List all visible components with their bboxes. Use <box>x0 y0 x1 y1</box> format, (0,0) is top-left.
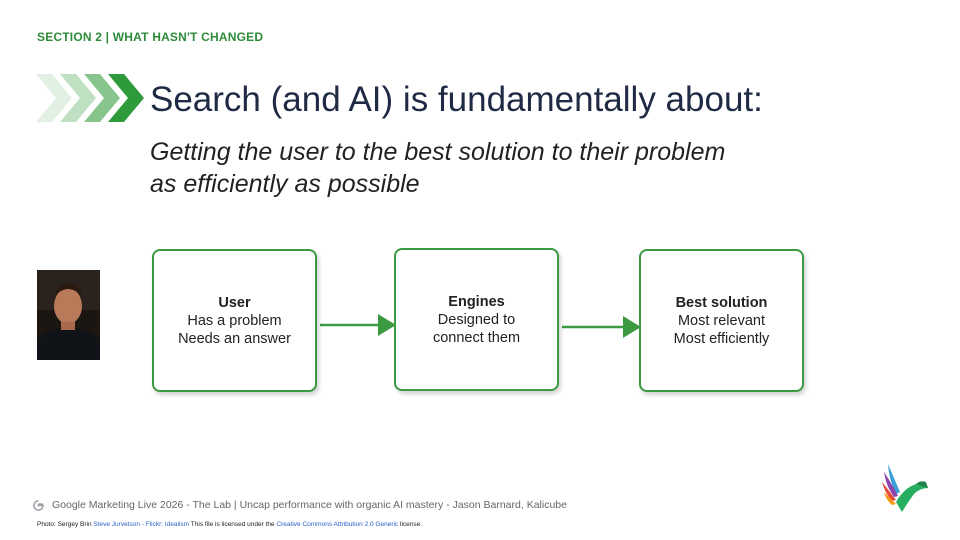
credit-middle: This file is licensed under the <box>189 521 277 528</box>
credit-source-link[interactable]: Steve Jurvetson - Flickr: Idealism <box>93 521 190 528</box>
flow-box-heading: Engines <box>448 293 505 310</box>
footer-text: Google Marketing Live 2026 - The Lab | U… <box>52 499 567 511</box>
slide-subtitle: Getting the user to the best solution to… <box>150 136 830 200</box>
subtitle-line-1: Getting the user to the best solution to… <box>150 138 726 166</box>
flow-box-text: Has a problem <box>187 312 282 329</box>
flow-box-text: Most relevant <box>677 312 766 329</box>
flow-box-text: Most efficiently <box>673 330 770 347</box>
credit-license-link[interactable]: Creative Commons Attribution 2.0 Generic <box>276 521 399 528</box>
chevron-arrows-icon <box>36 74 144 122</box>
flow-box-text: Designed to <box>437 311 516 328</box>
flow-box-engines: Engines Designed to connect them <box>394 248 559 391</box>
flow-box-heading: User <box>218 294 251 311</box>
flow-box-user: User Has a problem Needs an answer <box>152 249 317 392</box>
subtitle-line-2: as efficiently as possible <box>150 170 420 198</box>
credit-suffix: license. <box>398 521 423 528</box>
portrait-image <box>37 270 100 360</box>
credit-prefix: Photo: Sergey Brin <box>37 521 94 528</box>
photo-credit: Photo: Sergey Brin Steve Jurvetson - Fli… <box>37 521 422 528</box>
google-g-icon <box>33 499 44 511</box>
person-photo <box>37 270 100 360</box>
section-label: SECTION 2 | WHAT HASN'T CHANGED <box>37 30 264 44</box>
flow-box-heading: Best solution <box>675 294 768 311</box>
flow-box-best-solution: Best solution Most relevant Most efficie… <box>639 249 804 392</box>
kalicube-bird-logo-icon <box>882 464 928 512</box>
flow-box-text: connect them <box>432 329 521 346</box>
slide-title: Search (and AI) is fundamentally about: <box>150 80 763 119</box>
footer: Google Marketing Live 2026 - The Lab | U… <box>33 499 567 511</box>
flow-box-text: Needs an answer <box>178 330 291 347</box>
